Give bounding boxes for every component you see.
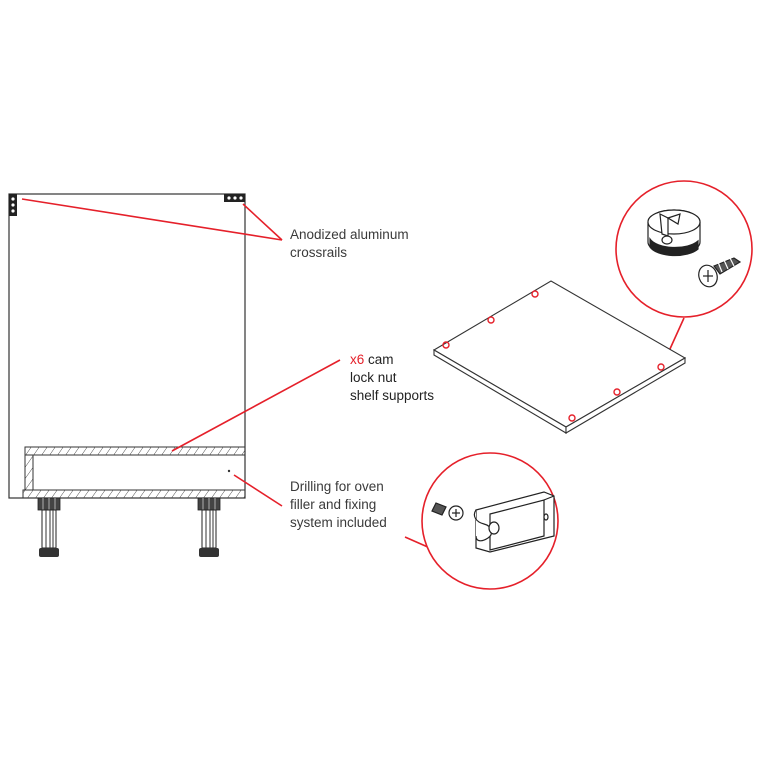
shelf-panel bbox=[432, 280, 687, 434]
callout-drilling-line1: Drilling for oven bbox=[290, 479, 384, 494]
cabinet-front-view bbox=[8, 193, 246, 557]
oven-fixing-detail bbox=[421, 452, 559, 590]
cabinet-base-frame bbox=[22, 446, 246, 499]
callout-crossrails: Anodized aluminum crossrails bbox=[290, 226, 409, 262]
shelf-support-count: x6 bbox=[350, 352, 365, 367]
callout-shelf-supports-line1: cam bbox=[364, 352, 394, 367]
adjustable-leg-right-icon bbox=[197, 497, 221, 557]
crossrail-bracket-right-icon bbox=[224, 194, 245, 202]
callout-drilling: Drilling for oven filler and fixing syst… bbox=[290, 478, 387, 532]
dowel-screw-icon bbox=[431, 502, 464, 521]
leader-lines bbox=[21, 198, 685, 549]
screw-icon bbox=[698, 257, 742, 288]
crossrail-bracket-left-icon bbox=[9, 194, 17, 216]
adjustable-leg-left-icon bbox=[37, 497, 61, 557]
cam-lock-detail bbox=[615, 180, 753, 318]
cam-lock-positions bbox=[442, 290, 665, 422]
callout-drilling-line3: system included bbox=[290, 515, 387, 530]
fixing-bracket-icon bbox=[473, 491, 555, 553]
callout-crossrails-line2: crossrails bbox=[290, 245, 348, 260]
callout-shelf-supports-line2: lock nut bbox=[350, 370, 397, 385]
callout-crossrails-line1: Anodized aluminum bbox=[290, 227, 409, 242]
callout-shelf-supports: x6 cam lock nut shelf supports bbox=[350, 351, 434, 405]
cam-lock-nut-icon bbox=[647, 209, 701, 257]
callout-drilling-line2: filler and fixing bbox=[290, 497, 377, 512]
callout-shelf-supports-line3: shelf supports bbox=[350, 388, 435, 403]
